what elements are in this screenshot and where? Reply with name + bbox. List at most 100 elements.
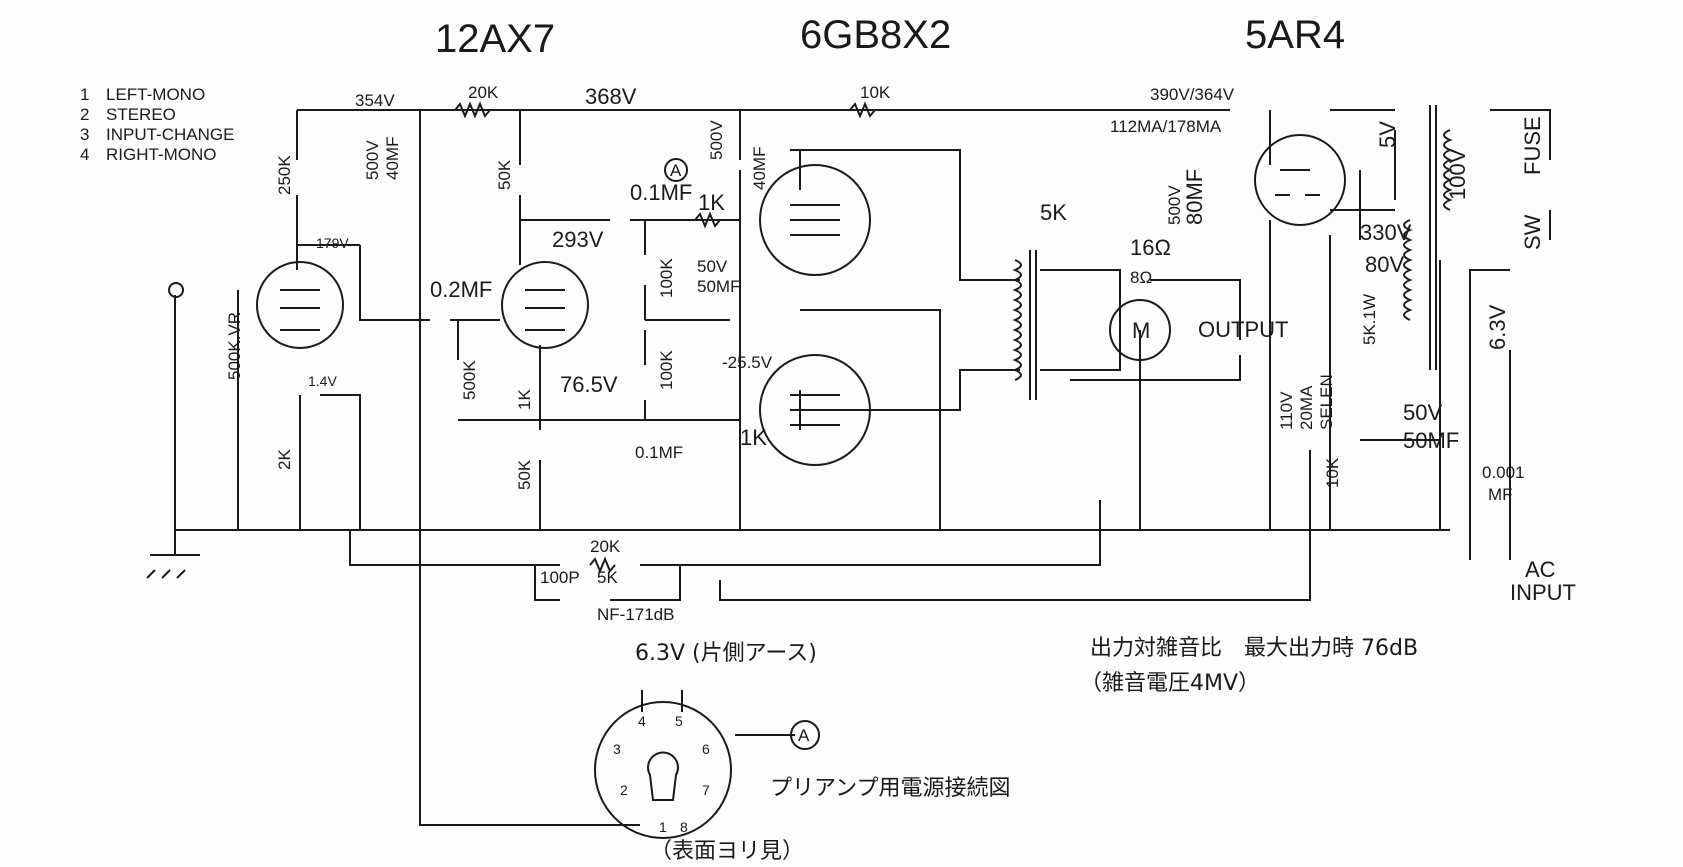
legend-num: 4 [80,145,89,164]
label: 100P [540,568,580,587]
label: 0.2MF [430,277,492,302]
label: 50MF [697,277,740,296]
tube-5ar4 [1254,134,1346,226]
label: 390V/364V [1150,85,1235,104]
label: 100K [657,350,676,390]
component-labels: 354V 20K 368V 10K 390V/364V 112MA/178MA … [225,83,1576,624]
label: 100V [1445,148,1470,200]
octal-socket [594,690,820,839]
noise-voltage-note: （雑音電圧4MV） [1080,671,1260,696]
label: NF-171dB [597,605,674,624]
tube-6gb8-b [759,354,871,466]
input-jack-icon [168,282,184,298]
label: M [1132,318,1150,343]
pin-label: 8 [680,819,688,835]
ground-symbol [146,569,186,579]
legend-num: 3 [80,125,89,144]
label: 10K [860,83,891,102]
label: 10K [1323,457,1342,488]
pin-label: 7 [702,782,710,798]
power-transformer [1403,105,1453,370]
label: MF [1488,485,1513,504]
label: 1.4V [308,373,337,389]
wires [150,101,1551,826]
label: 80MF [1182,169,1207,225]
label: 20MA [1297,385,1316,430]
label: 330V [1360,220,1412,245]
label: -25.5V [722,353,773,372]
label: 76.5V [560,372,618,397]
label: 500K [460,360,479,400]
label: 8Ω [1130,268,1152,287]
socket-title: プリアンプ用電源接続図 [770,776,1010,801]
legend-label: LEFT-MONO [106,85,205,104]
label: 1K [740,425,767,450]
tube-6gb8-a [759,164,871,276]
output-transformer [1012,250,1037,400]
meter-icon [1109,299,1171,361]
legend-label: RIGHT-MONO [106,145,217,164]
tube-12ax7-a [256,261,344,349]
legend-num: 1 [80,85,89,104]
switch-legend: 1 LEFT-MONO 2 STEREO 3 INPUT-CHANGE 4 RI… [80,85,234,164]
title-12ax7: 12AX7 [435,17,555,61]
notes: 出力対雑音比 最大出力時 76dB （雑音電圧4MV） 6.3V (片側アース)… [613,636,1418,864]
label: 0.1MF [635,443,683,462]
label: 20K [590,537,621,556]
pin-label: 6 [702,741,710,757]
label: 5K [597,568,618,587]
pin-label: 1 [659,819,667,835]
label: 1K [698,190,725,215]
title-5ar4: 5AR4 [1245,13,1345,57]
label: 500V [1165,185,1184,225]
label: INPUT [1510,580,1576,605]
tube-12ax7-b [501,261,589,349]
label: 0.001 [1482,463,1525,482]
label: 5K [1040,200,1067,225]
socket-view-note: （表面ヨリ見） [650,839,804,864]
ref-a-circle [664,158,688,182]
socket-heater-note: 6.3V (片側アース) [635,641,817,666]
label: 50V [1403,400,1442,425]
label: 110V [1277,391,1296,430]
label: 80V [1365,252,1404,277]
label: 112MA/178MA [1110,117,1222,136]
snr-note: 出力対雑音比 最大出力時 76dB [1090,636,1418,661]
pin-label: 5 [675,713,683,729]
label: 179V [316,235,349,251]
title-6gb8x2: 6GB8X2 [800,13,951,57]
label: 250K [275,155,294,195]
tube-titles: 12AX7 6GB8X2 5AR4 [435,13,1345,61]
pin-label: 2 [620,782,628,798]
label: 50MF [1403,428,1459,453]
label: A [670,161,682,180]
label: 50K [495,159,514,190]
label: 500K.VR [225,312,244,380]
label: 20K [468,83,499,102]
label: 50V [697,257,728,276]
label: 5K.1W [1360,294,1379,345]
label: 0.1MF [630,180,692,205]
legend-num: 2 [80,105,89,124]
label: SW [1520,214,1545,250]
label: 40MF [750,147,769,190]
label: 368V [585,84,637,109]
label: SELEN [1317,374,1336,430]
label: 2K [275,449,294,470]
label: 500V [363,140,382,180]
label: 100K [657,258,676,298]
label: OUTPUT [1198,317,1288,342]
label: 16Ω [1130,235,1171,260]
legend-label: INPUT-CHANGE [106,125,234,144]
label: 5V [1375,121,1400,148]
label: AC [1525,557,1556,582]
label: 40MF [383,137,402,180]
label: 50K [515,459,534,490]
socket-ref-a: A [798,726,810,745]
pin-label: 4 [638,713,646,729]
label: FUSE [1520,116,1545,175]
legend-label: STEREO [106,105,176,124]
pin-label: 3 [613,741,621,757]
